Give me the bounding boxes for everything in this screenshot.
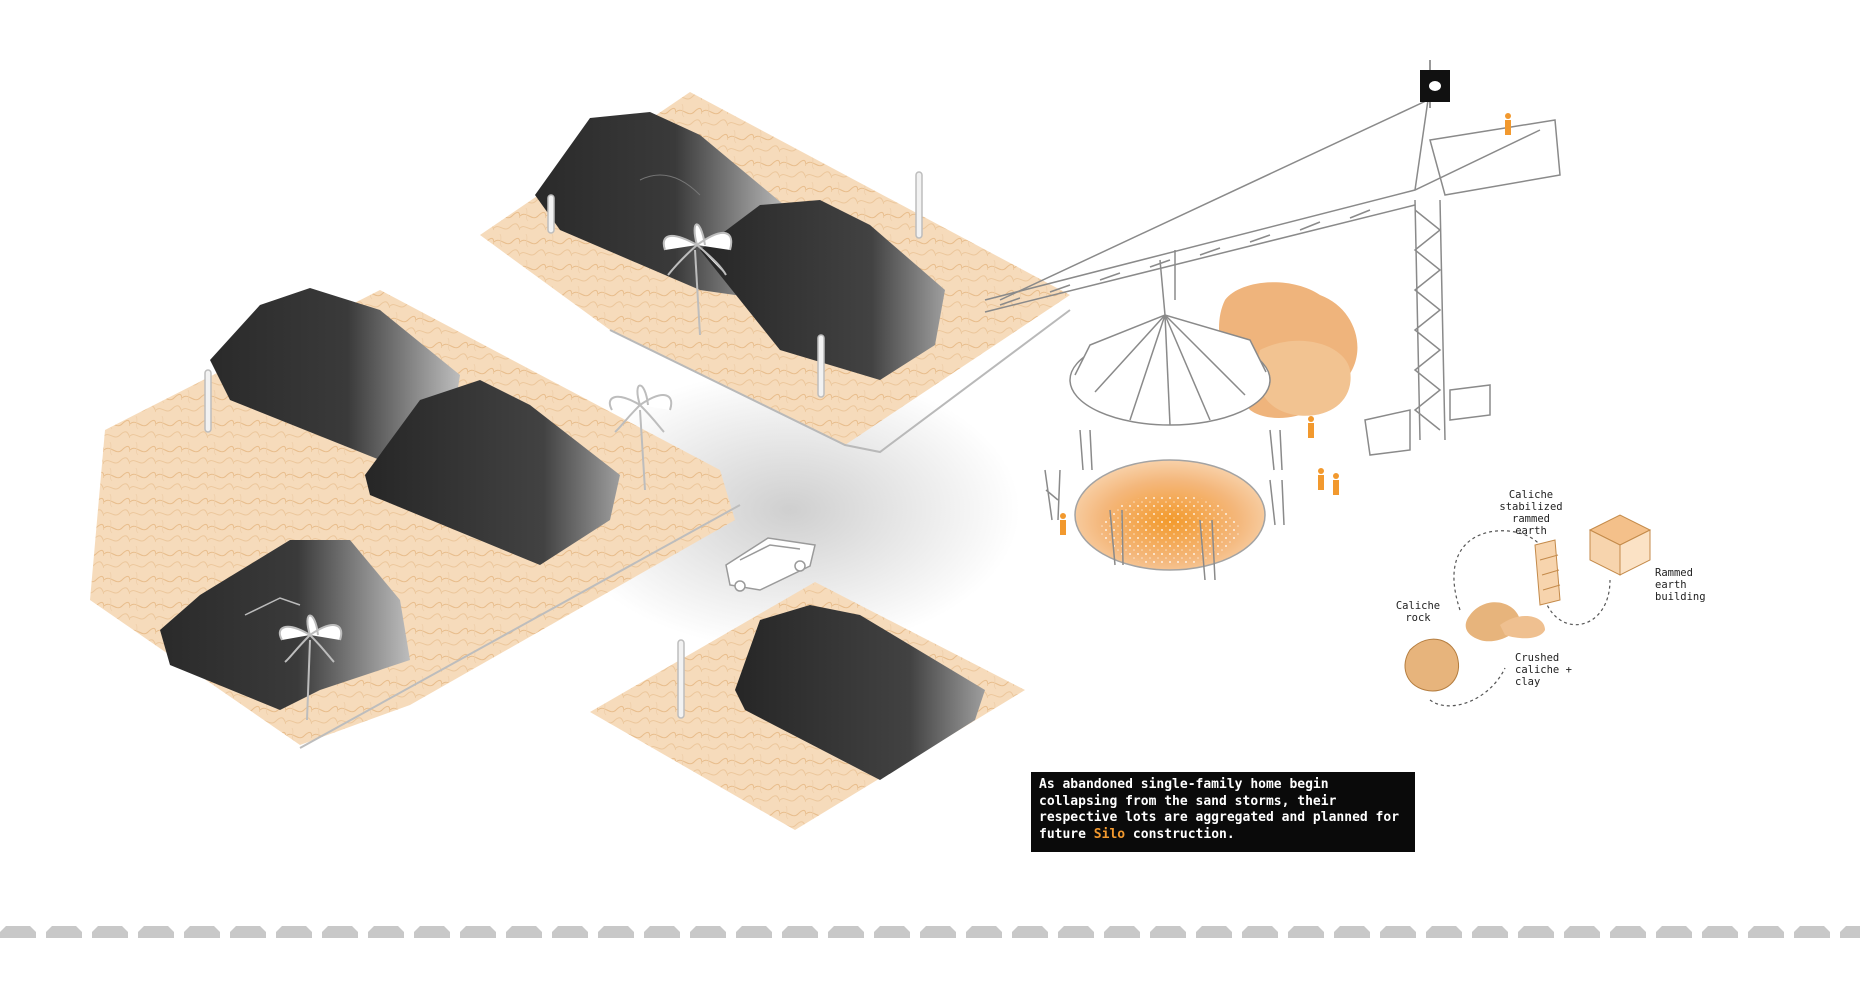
dash-segment bbox=[552, 926, 588, 938]
dash-segment bbox=[1012, 926, 1048, 938]
dash-segment bbox=[414, 926, 450, 938]
silo-dome bbox=[1069, 259, 1271, 426]
dash-segment bbox=[690, 926, 726, 938]
dash-segment bbox=[1794, 926, 1830, 938]
dash-segment bbox=[920, 926, 956, 938]
dash-segment bbox=[322, 926, 358, 938]
dash-segment bbox=[1288, 926, 1324, 938]
dash-segment bbox=[644, 926, 680, 938]
dash-segment bbox=[0, 926, 36, 938]
silo-pit-icon bbox=[1074, 459, 1266, 571]
dash-segment bbox=[1058, 926, 1094, 938]
flag-icon bbox=[1420, 60, 1450, 108]
road-intersection bbox=[560, 370, 1020, 650]
dash-segment bbox=[46, 926, 82, 938]
building-icon bbox=[1588, 514, 1652, 576]
caption-text-end: construction. bbox=[1125, 826, 1235, 842]
palm-tree-icon bbox=[278, 223, 733, 721]
dash-segment bbox=[598, 926, 634, 938]
process-diagram bbox=[1404, 514, 1652, 707]
dash-segment bbox=[1840, 926, 1860, 938]
dash-segment bbox=[736, 926, 772, 938]
dash-segment bbox=[1472, 926, 1508, 938]
dash-segment bbox=[1150, 926, 1186, 938]
dash-segment bbox=[92, 926, 128, 938]
caption-box: As abandoned single-family home begin co… bbox=[1031, 772, 1415, 852]
label-stabilized: Caliche stabilized rammed earth bbox=[1499, 489, 1563, 537]
dash-segment bbox=[1196, 926, 1232, 938]
dash-segment bbox=[1380, 926, 1416, 938]
dash-segment bbox=[138, 926, 174, 938]
dash-segment bbox=[1564, 926, 1600, 938]
brick-stack-icon bbox=[1534, 539, 1561, 606]
dash-segment bbox=[874, 926, 910, 938]
tarped-house-top-right bbox=[700, 200, 945, 380]
tarped-house-left-1 bbox=[210, 288, 460, 460]
dash-segment bbox=[1702, 926, 1738, 938]
dash-segment bbox=[782, 926, 818, 938]
label-caliche-rock: Caliche rock bbox=[1395, 600, 1441, 624]
scaffold-legs bbox=[1044, 429, 1285, 581]
label-crushed: Crushed caliche + clay bbox=[1515, 652, 1572, 688]
dash-segment bbox=[1334, 926, 1370, 938]
worker-icon bbox=[1060, 113, 1511, 535]
rock-icon bbox=[1404, 602, 1545, 692]
dash-segment bbox=[460, 926, 496, 938]
tarped-house-left-2 bbox=[365, 380, 620, 565]
dash-segment bbox=[828, 926, 864, 938]
tarped-house-left-3 bbox=[160, 540, 410, 710]
dashed-divider bbox=[0, 926, 1860, 938]
dash-segment bbox=[1104, 926, 1140, 938]
dash-segment bbox=[230, 926, 266, 938]
caption-highlight: Silo bbox=[1093, 826, 1126, 842]
dash-segment bbox=[1426, 926, 1462, 938]
dash-segment bbox=[368, 926, 404, 938]
dash-segment bbox=[184, 926, 220, 938]
dash-segment bbox=[1748, 926, 1784, 938]
dash-segment bbox=[966, 926, 1002, 938]
dash-segment bbox=[1656, 926, 1692, 938]
caption-text: As abandoned single-family home begin co… bbox=[1039, 777, 1400, 842]
tarped-house-bottom bbox=[735, 605, 985, 780]
dash-segment bbox=[276, 926, 312, 938]
label-building: Rammed earth building bbox=[1655, 567, 1706, 603]
dash-segment bbox=[506, 926, 542, 938]
dash-segment bbox=[1610, 926, 1646, 938]
crane-icon bbox=[984, 99, 1561, 456]
dash-segment bbox=[1242, 926, 1278, 938]
cactus-icon bbox=[204, 171, 923, 719]
car-icon bbox=[725, 537, 816, 592]
dash-segment bbox=[1518, 926, 1554, 938]
